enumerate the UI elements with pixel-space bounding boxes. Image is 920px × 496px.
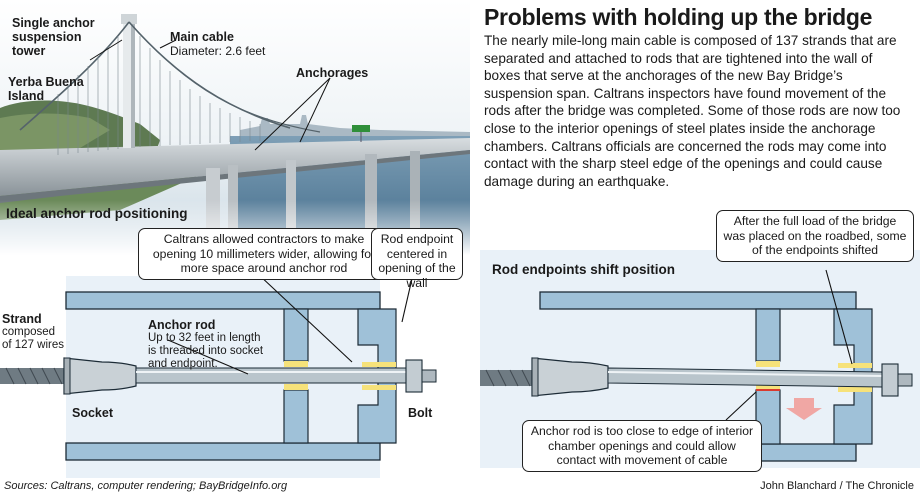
strand-title: Strand <box>2 312 42 326</box>
right-wall-upper <box>755 308 781 362</box>
strand-line2: composed <box>2 326 56 338</box>
island-label-line2: Island <box>8 89 45 103</box>
right-panel-title: Rod endpoints shift position <box>492 262 675 277</box>
strand-line3: of 127 wires <box>2 339 65 351</box>
strand-label: Strand composed of 127 wires <box>2 312 64 352</box>
left-wall-gap-bottom <box>284 384 308 390</box>
sources-footer: Sources: Caltrans, computer rendering; B… <box>4 480 288 492</box>
left-top-plate <box>65 291 381 310</box>
left-wall-lower <box>283 389 309 444</box>
tower-label-line3: tower <box>12 44 46 58</box>
main-cable-label: Main cable Diameter: 2.6 feet <box>170 30 265 58</box>
island-label: Yerba Buena Island <box>8 75 84 103</box>
main-cable-title: Main cable <box>170 30 234 44</box>
right-bolt-nut <box>881 363 899 397</box>
right-bolt-end <box>897 373 913 387</box>
left-bolt-nut <box>405 359 423 393</box>
callout-endpoint: Rod endpoint centered in opening of the … <box>371 228 463 290</box>
callout-load-shift: After the full load of the bridge was pl… <box>716 210 914 262</box>
rod-line2: Up to 32 feet in length <box>148 332 261 344</box>
body-text: The nearly mile-long main cable is compo… <box>484 33 901 189</box>
left-diagram <box>0 269 437 478</box>
right-wall-gap-top <box>756 361 780 367</box>
right-end-gap-top <box>838 363 872 368</box>
rod-line4: and endpoint. <box>148 358 218 370</box>
left-end-wall <box>357 308 397 444</box>
tower-label: Single anchor suspension tower <box>12 16 95 58</box>
callout-contractors: Caltrans allowed contractors to make ope… <box>138 228 390 280</box>
island-label-line1: Yerba Buena <box>8 75 84 89</box>
left-socket-collar <box>63 357 71 395</box>
anchorages-label: Anchorages <box>296 66 369 80</box>
left-socket <box>63 357 137 395</box>
left-wall-gap-top <box>284 361 308 367</box>
left-end-gap-top <box>362 362 396 367</box>
right-socket <box>531 357 609 397</box>
socket-label: Socket <box>72 406 113 420</box>
anchor-rod-label: Anchor rod Up to 32 feet in length is th… <box>148 318 263 371</box>
left-bolt-end <box>421 369 437 383</box>
shift-down-arrow <box>786 398 822 420</box>
main-cable-diameter: Diameter: 2.6 feet <box>170 44 266 58</box>
credit-footer: John Blanchard / The Chronicle <box>760 480 914 492</box>
right-end-wall <box>833 308 873 445</box>
tower-label-line1: Single anchor <box>12 16 95 30</box>
headline: Problems with holding up the bridge <box>484 4 873 30</box>
right-top-plate <box>539 291 857 310</box>
left-bottom-plate <box>65 442 381 461</box>
left-strand <box>0 368 70 384</box>
callout-edge-contact: Anchor rod is too close to edge of inter… <box>522 420 762 472</box>
right-socket-collar <box>531 357 539 397</box>
left-end-gap-bottom <box>362 385 396 390</box>
left-panel-title: Ideal anchor rod positioning <box>6 206 188 221</box>
rod-line3: is threaded into socket <box>148 345 264 357</box>
right-end-gap-bottom <box>838 387 872 392</box>
bolt-label: Bolt <box>408 406 433 420</box>
right-wall-gap-bottom <box>756 384 780 390</box>
tower-label-line2: suspension <box>12 30 82 44</box>
rod-title: Anchor rod <box>148 318 216 332</box>
left-strand-texture <box>5 367 63 385</box>
